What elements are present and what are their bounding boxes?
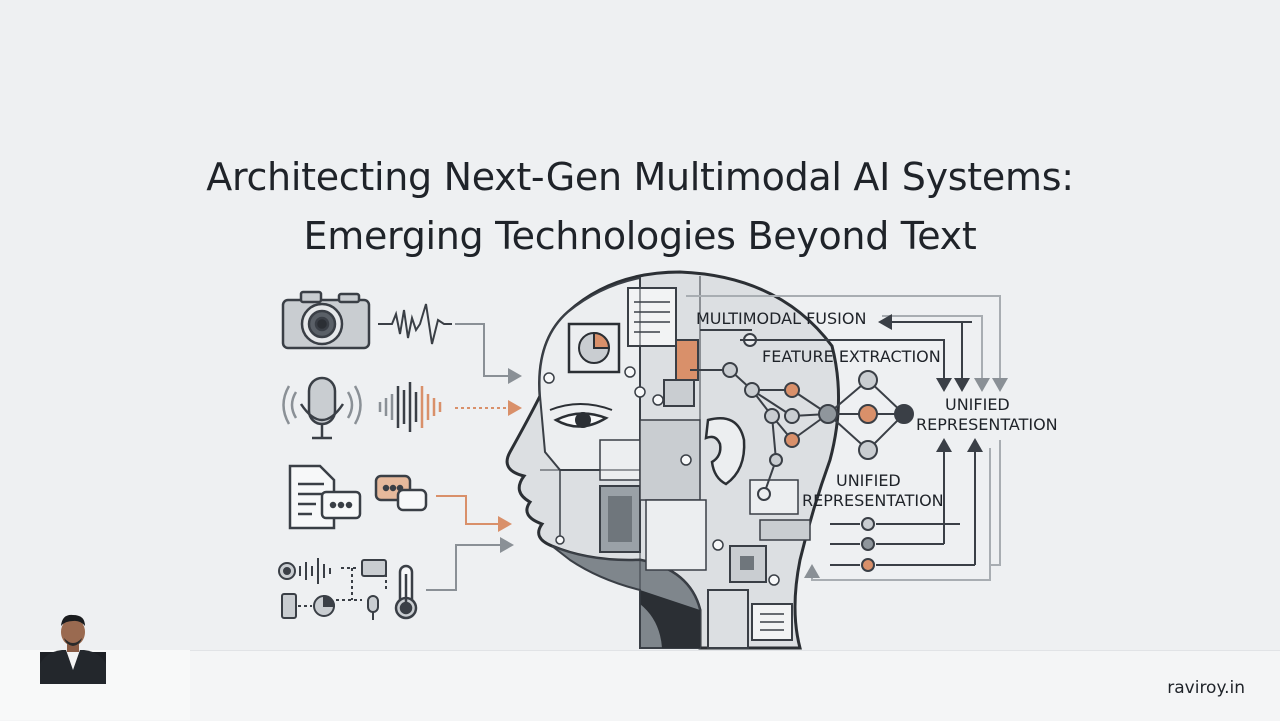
neural-network	[690, 329, 914, 501]
label-unified-representation-inner-2: REPRESENTATION	[802, 491, 944, 510]
head-illustration	[505, 270, 841, 650]
network-node	[757, 487, 771, 501]
network-node	[764, 408, 780, 424]
output-nodes	[830, 438, 983, 572]
network-node	[818, 404, 838, 424]
feedback-lines	[686, 295, 1008, 581]
network-node	[769, 453, 783, 467]
network-node	[784, 432, 800, 448]
title-line-1: Architecting Next-Gen Multimodal AI Syst…	[206, 155, 1074, 199]
website-link[interactable]: raviroy.in	[1167, 678, 1245, 698]
neck-dark	[640, 590, 700, 648]
sensor-arrow	[426, 537, 514, 591]
chat-bubble-icon	[374, 474, 428, 512]
camera-icon	[281, 290, 371, 350]
label-multimodal-fusion: MULTIMODAL FUSION	[696, 309, 866, 328]
network-node	[894, 404, 914, 424]
network-node	[784, 382, 800, 398]
network-node	[858, 440, 878, 460]
sensor-icon	[278, 558, 387, 620]
microphone-icon	[282, 376, 362, 440]
text-arrow	[436, 495, 512, 532]
slide-title: Architecting Next-Gen Multimodal AI Syst…	[0, 148, 1280, 266]
camera-waveform-icon	[378, 303, 452, 345]
ear	[704, 417, 746, 486]
document-icon	[288, 464, 362, 530]
label-unified-representation-right-1: UNIFIED	[945, 395, 1010, 414]
panel-doc	[627, 287, 677, 347]
label-unified-representation-right-2: REPRESENTATION	[916, 415, 1058, 434]
label-feature-extraction: FEATURE EXTRACTION	[762, 347, 941, 366]
network-node	[858, 370, 878, 390]
network-node	[784, 408, 800, 424]
footer-band	[0, 650, 1280, 721]
camera-arrow	[455, 323, 522, 384]
network-node	[722, 362, 738, 378]
audio-waveform-icon	[378, 382, 442, 432]
network-node	[858, 404, 878, 424]
thermometer-icon	[394, 564, 418, 620]
label-unified-representation-inner-1: UNIFIED	[836, 471, 901, 490]
network-node	[744, 382, 760, 398]
author-avatar	[40, 614, 106, 684]
title-line-2: Emerging Technologies Beyond Text	[303, 214, 977, 258]
